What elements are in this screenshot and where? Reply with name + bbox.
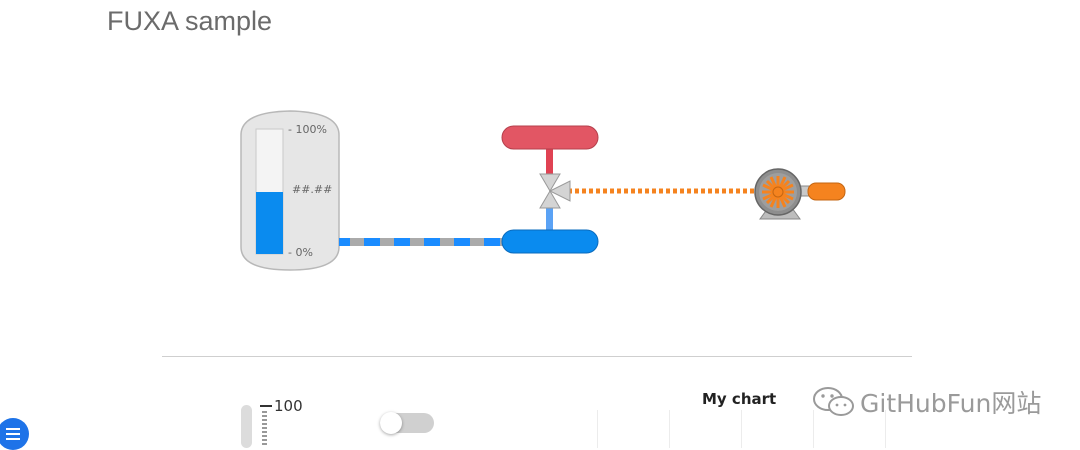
tank-label-min: - 0% xyxy=(288,246,313,259)
slider-max-label: 100 xyxy=(274,397,303,415)
chart-title: My chart xyxy=(702,390,777,408)
menu-button[interactable] xyxy=(0,418,29,450)
vessel-red[interactable] xyxy=(501,125,599,150)
chart-grid-line xyxy=(813,410,814,448)
valve-icon[interactable] xyxy=(539,173,571,209)
motor-body xyxy=(807,182,846,201)
tank-level-fill xyxy=(256,192,283,254)
chart-grid-line xyxy=(741,410,742,448)
toggle-knob xyxy=(380,412,402,434)
tank-label-value: ##.## xyxy=(292,183,332,196)
menu-icon xyxy=(6,428,20,440)
chart-grid-line xyxy=(669,410,670,448)
pipe-red-vertical xyxy=(546,148,553,178)
tank[interactable]: - 100% ##.## - 0% xyxy=(240,110,340,271)
tank-label-max: - 100% xyxy=(288,123,327,136)
page-title: FUXA sample xyxy=(107,6,273,36)
pipe-blue-vertical xyxy=(546,208,553,232)
chart-grid-line xyxy=(885,410,886,448)
slider-track[interactable] xyxy=(241,405,252,448)
section-divider xyxy=(162,356,912,357)
watermark-text: GitHubFun网站 xyxy=(860,389,1042,418)
pump-icon[interactable] xyxy=(754,168,846,220)
vessel-blue[interactable] xyxy=(501,229,599,254)
toggle-switch[interactable] xyxy=(380,412,434,434)
slider-scale xyxy=(260,405,272,445)
chart-area xyxy=(597,410,887,448)
pipe-tank-to-vessel xyxy=(339,238,505,246)
watermark: GitHubFun网站 xyxy=(812,384,1041,420)
chart-grid-line xyxy=(597,410,598,448)
wechat-icon xyxy=(813,387,854,416)
